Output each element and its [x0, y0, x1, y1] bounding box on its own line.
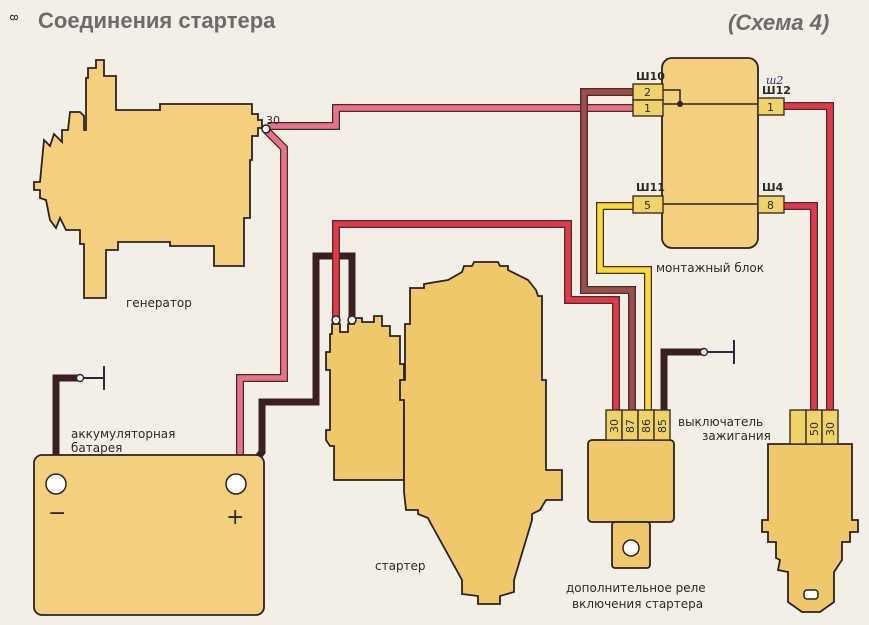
ignition-label-line2: зажигания [702, 429, 771, 443]
generator-terminal-label: 30 [266, 114, 280, 127]
ignition-pin-30: 30 [824, 422, 837, 436]
relay-pin-85: 85 [656, 419, 669, 433]
battery-plus-sign: + [226, 505, 244, 530]
connector-sh12-note: ш2 [766, 74, 783, 87]
generator-label: генератор [126, 296, 192, 310]
relay-label-line2: включения стартера [572, 597, 703, 611]
generator-terminal-30 [261, 124, 271, 134]
connector-sh4: Ш4 8 [757, 181, 785, 214]
battery-minus-terminal [45, 473, 67, 495]
connector-sh10: Ш10 2 1 [632, 70, 665, 117]
ignition-pins: 50 30 [789, 409, 839, 445]
ignition-pin-50: 50 [808, 422, 821, 436]
page-number: 8 [7, 14, 20, 21]
connector-sh10-pin-2: 2 [644, 86, 651, 99]
battery-label-line2: батарея [71, 441, 122, 455]
connector-sh12: ш2 Ш12 1 [757, 74, 791, 116]
connector-sh11-label: Ш11 [636, 181, 665, 194]
relay-label-line1: дополнительное реле [566, 581, 706, 595]
relay-ground-icon [699, 340, 735, 364]
mounting-block: Ш10 2 1 ш2 Ш12 1 Ш11 5 Ш4 8 монтажный бл… [632, 57, 791, 275]
wire-sh12-1-to-ignition-30 [784, 102, 834, 410]
starter-terminal-30 [331, 315, 341, 325]
relay-pin-86: 86 [640, 419, 653, 433]
connector-sh11-pin-5: 5 [644, 199, 651, 212]
battery: − + аккумуляторная батарея [33, 427, 265, 616]
mounting-block-label: монтажный блок [656, 261, 764, 275]
wire-sh10-2-to-relay-87 [580, 88, 636, 410]
relay-pin-30: 30 [608, 419, 621, 433]
wire-generator-to-sh10-1 [268, 104, 636, 130]
wire-generator-to-battery-plus [236, 127, 288, 480]
scheme-label: (Схема 4) [728, 10, 829, 35]
relay-pin-87: 87 [624, 419, 637, 433]
wire-battery-minus-to-ground [52, 374, 80, 484]
relay-pins: 30 87 86 85 [605, 409, 671, 441]
connector-sh12-pin-1: 1 [767, 101, 774, 114]
connector-sh4-label: Ш4 [762, 181, 784, 194]
starter-relay: 30 87 86 85 дополнительное реле включени… [566, 409, 706, 611]
connector-sh10-label: Ш10 [636, 70, 665, 83]
connector-sh11: Ш11 5 [632, 181, 665, 214]
generator: 30 генератор [33, 59, 280, 310]
battery-ground-icon [75, 366, 105, 390]
starter: стартер [325, 261, 563, 605]
wire-sh11-5-to-relay-86 [596, 202, 652, 410]
connector-sh12-label: Ш12 [762, 84, 791, 97]
battery-label-line1: аккумуляторная [71, 427, 175, 441]
ignition-label-line1: выключатель [678, 415, 763, 429]
page-title: Соединения стартера [38, 8, 276, 33]
wire-starter-to-relay-30 [332, 220, 620, 410]
connector-sh4-pin-8: 8 [767, 199, 774, 212]
starter-label: стартер [375, 559, 426, 573]
wire-battery-plus-to-starter [237, 252, 356, 483]
ignition-switch: 50 30 выключатель зажигания [678, 409, 859, 613]
starter-terminal-50 [347, 315, 357, 325]
battery-plus-terminal [225, 473, 247, 495]
wire-sh4-8-to-ignition-50 [784, 202, 818, 410]
wire-relay-85-to-ground [660, 348, 702, 410]
connector-sh10-pin-1: 1 [644, 102, 651, 115]
battery-minus-sign: − [48, 501, 66, 526]
